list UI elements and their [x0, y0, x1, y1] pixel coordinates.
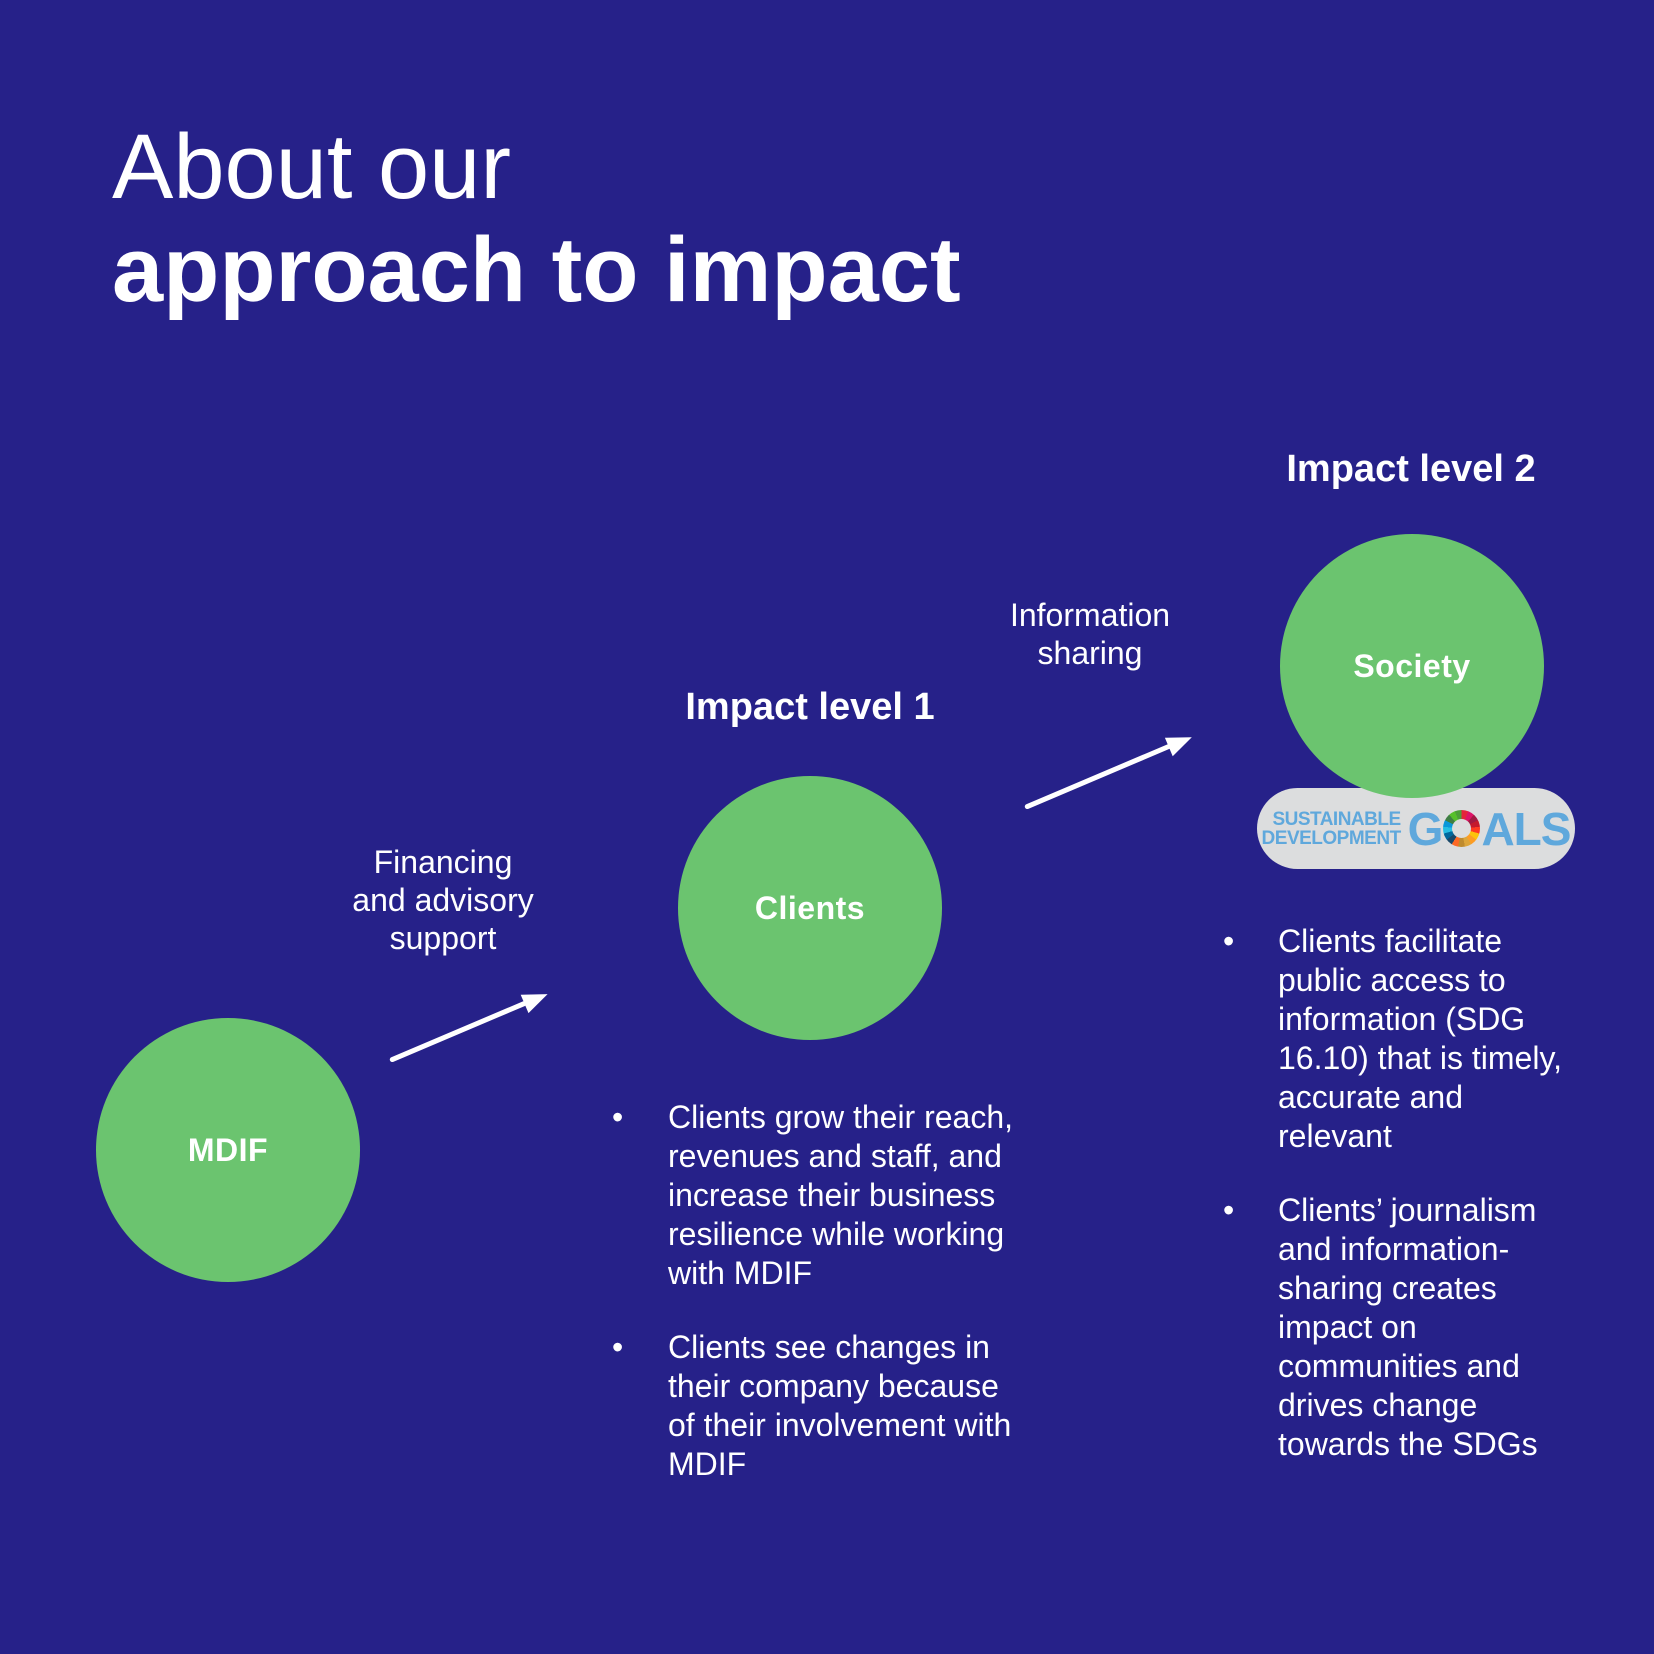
sdg-wheel-icon	[1443, 810, 1481, 847]
sdg-wordmark-line1: SUSTAINABLE	[1272, 808, 1401, 830]
list-item: • Clients see changes in their company b…	[612, 1328, 1013, 1484]
arrow-head-icon	[520, 984, 552, 1013]
society-node: Society	[1280, 534, 1544, 798]
impact-level-2-heading: Impact level 2	[1286, 448, 1536, 490]
sdg-wordmark-line2: DEVELOPMENT	[1261, 827, 1402, 849]
society-node-label: Society	[1353, 647, 1471, 684]
financing-support-label: Financing and advisory support	[352, 844, 534, 956]
sdg-logo: SUSTAINABLE DEVELOPMENT G ALS	[1257, 788, 1575, 869]
list-item-text: Clients see changes in their company bec…	[668, 1329, 1012, 1482]
list-item-text: Clients’ journalism and information- sha…	[1278, 1192, 1538, 1462]
mdif-node-label: MDIF	[187, 1131, 269, 1168]
information-sharing-label: Information sharing	[1009, 597, 1171, 671]
title-line-2: approach to impact	[112, 219, 961, 321]
clients-node: Clients	[678, 776, 942, 1040]
financing-arrow	[389, 984, 552, 1063]
list-item-text: Clients facilitate public access to info…	[1278, 923, 1562, 1154]
bullet-icon: •	[1223, 1192, 1235, 1228]
title-line-1: About our	[112, 116, 511, 218]
mdif-node: MDIF	[96, 1018, 360, 1282]
bullet-icon: •	[1223, 923, 1235, 959]
sdg-goals-letter-g: G	[1407, 802, 1444, 855]
information-sharing-arrow	[1024, 727, 1196, 810]
slide-title: About our approach to impact	[112, 116, 961, 322]
sdg-goals-letters-als: ALS	[1481, 802, 1571, 855]
clients-node-label: Clients	[754, 889, 866, 926]
list-item: • Clients’ journalism and information- s…	[1223, 1191, 1562, 1464]
bullet-icon: •	[612, 1099, 624, 1135]
arrow-head-icon	[1164, 727, 1196, 756]
list-item: • Clients grow their reach, revenues and…	[612, 1098, 1013, 1293]
sdg-wheel-hole	[1452, 819, 1472, 838]
impact-level-1-heading: Impact level 1	[685, 686, 935, 728]
list-item: • Clients facilitate public access to in…	[1223, 922, 1562, 1156]
bullet-icon: •	[612, 1329, 624, 1365]
society-outcomes-list: • Clients facilitate public access to in…	[1223, 922, 1562, 1464]
list-item-text: Clients grow their reach, revenues and s…	[668, 1099, 1014, 1291]
sdg-goals-wordmark: G ALS	[1407, 802, 1572, 855]
sdg-wordmark: SUSTAINABLE DEVELOPMENT	[1261, 808, 1402, 849]
clients-outcomes-list: • Clients grow their reach, revenues and…	[612, 1098, 1013, 1484]
